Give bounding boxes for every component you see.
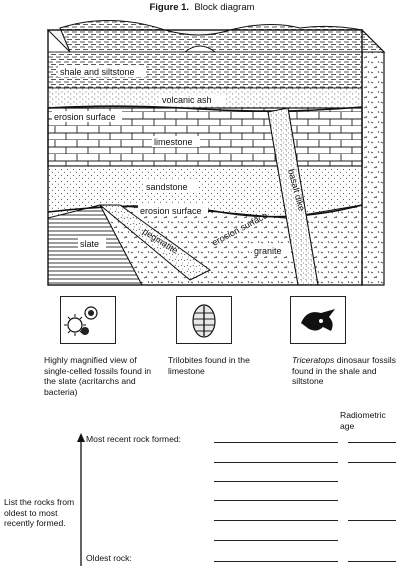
radiometric-age-header: Radiometric age bbox=[340, 410, 386, 431]
figure-title: Figure 1. Block diagram bbox=[0, 2, 404, 13]
figure-number: Figure 1. bbox=[149, 2, 190, 13]
answer-line-rock-6[interactable] bbox=[214, 540, 338, 541]
triceratops-name: Triceratops bbox=[292, 355, 335, 365]
caption-trilobites: Trilobites found in the limestone bbox=[168, 355, 250, 376]
figure-caption-title: Block diagram bbox=[194, 2, 255, 13]
label-erosion-surface-upper: erosion surface bbox=[54, 112, 116, 122]
fossil-box-trilobites bbox=[176, 296, 232, 344]
caption-acritarchs: Highly magnified view of single-celled f… bbox=[44, 355, 152, 397]
caption-triceratops-text: dinosaur fossils found in the shale and … bbox=[292, 355, 396, 387]
triceratops-fossil-icon bbox=[301, 309, 335, 331]
answer-line-rock-2[interactable] bbox=[214, 462, 338, 463]
caption-triceratops: Triceratops dinosaur fossils found in th… bbox=[292, 355, 398, 387]
up-arrow-icon bbox=[77, 433, 85, 566]
granite-body bbox=[99, 204, 363, 286]
block-diagram: shale and siltstone volcanic ash erosion… bbox=[46, 19, 386, 286]
block-top-surface bbox=[59, 19, 386, 53]
trilobite-fossil-icon bbox=[192, 304, 216, 338]
fossil-box-acritarchs bbox=[60, 296, 116, 344]
answer-line-age-4[interactable] bbox=[348, 561, 396, 562]
answer-line-rock-3[interactable] bbox=[214, 481, 338, 482]
fossil-box-triceratops bbox=[290, 296, 346, 344]
oldest-rock-label: Oldest rock: bbox=[86, 553, 132, 563]
pegmatite-vein bbox=[98, 204, 211, 281]
block-side-face bbox=[361, 28, 385, 286]
label-volcanic-ash: volcanic ash bbox=[162, 95, 212, 105]
erosion-surface-upper bbox=[47, 105, 363, 112]
instruction-text: List the rocks from oldest to most recen… bbox=[4, 497, 75, 529]
answer-line-age-2[interactable] bbox=[348, 462, 396, 463]
label-slate: slate bbox=[80, 239, 99, 249]
acritarch-fossil-icon bbox=[64, 306, 98, 336]
label-limestone: limestone bbox=[154, 137, 193, 147]
answer-line-age-1[interactable] bbox=[348, 442, 396, 443]
most-recent-label: Most recent rock formed: bbox=[86, 434, 182, 444]
answer-line-rock-4[interactable] bbox=[214, 500, 338, 501]
answer-line-age-3[interactable] bbox=[348, 520, 396, 521]
answer-line-rock-5[interactable] bbox=[214, 520, 338, 521]
label-sandstone: sandstone bbox=[146, 182, 188, 192]
answer-line-rock-7[interactable] bbox=[214, 561, 338, 562]
answer-line-rock-1[interactable] bbox=[214, 442, 338, 443]
label-granite: granite bbox=[254, 246, 282, 256]
label-shale: shale and siltstone bbox=[60, 67, 135, 77]
label-erosion-surface-lower: erosion surface bbox=[140, 206, 202, 216]
